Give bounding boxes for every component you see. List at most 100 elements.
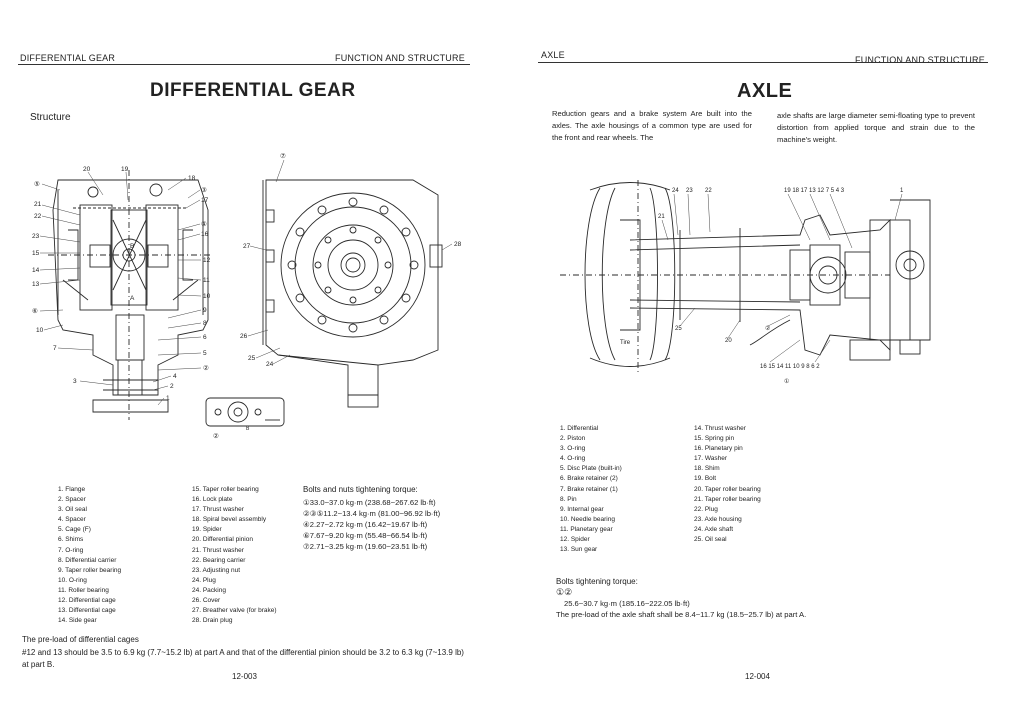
- callout-4b: 4: [173, 373, 177, 380]
- callout-2-circled: ②: [203, 364, 209, 372]
- callout-16: 16: [201, 231, 209, 238]
- axle-torque-value: 25.6~30.7 kg·m (185.16~222.05 lb·ft): [564, 599, 690, 608]
- axle-preload-text: The pre-load of the axle shaft shall be …: [556, 610, 807, 619]
- right-parts-col1: 1. Differential 2. Piston 3. O-ring 4. O…: [560, 424, 622, 555]
- preload-text: #12 and 13 should be 3.5 to 6.9 kg (7.7~…: [22, 647, 464, 670]
- axle-torque-title: Bolts tightening torque:: [556, 577, 638, 586]
- torque-line: ④2.27~2.72 kg·m (16.42~19.67 lb·ft): [303, 520, 428, 529]
- differential-section-view: [48, 170, 213, 420]
- callout-7: 7: [53, 345, 57, 352]
- part-item: 22. Plug: [694, 505, 718, 513]
- callout-23: 23: [686, 188, 693, 194]
- right-header-section: AXLE: [541, 50, 565, 60]
- part-item: 13. Differential cage: [58, 607, 116, 615]
- callout-14: 14: [32, 267, 40, 274]
- right-parts-col2: 14. Thrust washer 15. Spring pin 16. Pla…: [694, 424, 761, 545]
- torque-line: ⑥7.67~9.20 kg·m (55.48~66.54 lb·ft): [303, 531, 428, 540]
- part-item: 24. Packing: [192, 586, 226, 594]
- small-view-label: B: [246, 426, 250, 432]
- part-item: 8. Differential carrier: [58, 556, 117, 564]
- part-item: 14. Side gear: [58, 617, 97, 625]
- part-item: 15. Spring pin: [694, 435, 735, 443]
- part-item: 23. Axle housing: [694, 515, 742, 523]
- callout-25: 25: [675, 326, 682, 332]
- callout-1: 1: [900, 188, 904, 194]
- differential-front-view: [262, 179, 443, 408]
- part-item: 18. Shim: [694, 465, 720, 473]
- callout-7-circled: ⑦: [280, 152, 286, 160]
- callout-1: 1: [166, 395, 170, 402]
- axle-intro-right: axle shafts are large diameter semi-floa…: [777, 111, 975, 144]
- left-page-title: DIFFERENTIAL GEAR: [150, 80, 356, 101]
- torque-line: ①33.0~37.0 kg·m (238.68~267.62 lb·ft): [303, 498, 436, 507]
- part-item: 16. Planetary pin: [694, 445, 743, 453]
- callout-19: 19: [121, 166, 129, 173]
- part-item: 1. Differential: [560, 425, 599, 432]
- axle-section-view: [560, 180, 931, 375]
- left-header-chapter: FUNCTION AND STRUCTURE: [335, 53, 465, 63]
- callout-22: 22: [705, 188, 712, 194]
- part-item: 7. Brake retainer (1): [560, 485, 618, 493]
- part-item: 23. Adjusting nut: [192, 566, 241, 574]
- part-item: 22. Bearing carrier: [192, 556, 246, 564]
- right-header-rule: [538, 62, 988, 63]
- part-item: 5. Cage (F): [58, 526, 91, 534]
- differential-section-callouts: 20 19 18 ⑤ ③ 17 21 22 ④ 16 23 15 12 14 1…: [32, 166, 211, 402]
- axle-torque-ref: ①②: [556, 587, 573, 597]
- callout-25: 25: [248, 355, 256, 362]
- part-item: 20. Taper roller bearing: [694, 485, 761, 493]
- left-page-number: 12-003: [232, 672, 257, 681]
- part-item: 28. Drain plug: [192, 617, 233, 625]
- part-item: 11. Roller bearing: [58, 586, 109, 594]
- callout-1-circled: ①: [784, 378, 789, 385]
- torque-line: ②③⑤11.2~13.4 kg·m (81.00~96.92 lb·ft): [303, 509, 441, 518]
- part-item: 14. Thrust washer: [694, 425, 746, 432]
- left-parts-col1: 1. Flange 2. Spacer 3. Oil seal 4. Space…: [58, 485, 121, 626]
- axle-diagram: 24 23 22 21 19 18 17 13 12 7 5 4 3 1 25 …: [560, 180, 931, 385]
- part-item: 8. Pin: [560, 495, 577, 503]
- callout-24: 24: [672, 188, 679, 194]
- part-item: 2. Spacer: [58, 496, 86, 504]
- callout-15: 15: [32, 250, 40, 257]
- left-preload-block: The pre-load of differential cages #12 a…: [22, 634, 472, 672]
- axle-callouts: 24 23 22 21 19 18 17 13 12 7 5 4 3 1 25 …: [620, 188, 904, 385]
- callout-21: 21: [34, 201, 42, 208]
- callout-21: 21: [658, 214, 665, 220]
- part-item: 20. Differential pinion: [192, 536, 253, 544]
- part-item: 12. Differential cage: [58, 597, 116, 605]
- torque-line: ⑦2.71~3.25 kg·m (19.60~23.51 lb·ft): [303, 542, 428, 551]
- callout-4: ④: [201, 220, 207, 228]
- right-header-chapter: FUNCTION AND STRUCTURE: [855, 55, 985, 65]
- small-flange-view: [205, 397, 285, 427]
- part-item: 3. Oil seal: [58, 506, 87, 514]
- part-item: 3. O-ring: [560, 445, 586, 453]
- part-item: 18. Spiral bevel assembly: [192, 516, 267, 524]
- callout-17: 17: [201, 197, 209, 204]
- left-parts-col2: 15. Taper roller bearing 16. Lock plate …: [192, 485, 277, 626]
- callout-13: 13: [32, 281, 40, 288]
- callout-9: 9: [203, 307, 207, 314]
- callout-20: 20: [83, 166, 91, 173]
- callout-2: 2: [170, 383, 174, 390]
- part-item: 26. Cover: [192, 597, 221, 605]
- part-item: 4. O-ring: [560, 455, 586, 463]
- left-header-section: DIFFERENTIAL GEAR: [20, 53, 116, 63]
- callout-10: 10: [36, 327, 44, 334]
- callout-6b: 6: [203, 334, 207, 341]
- callout-24: 24: [266, 361, 274, 368]
- callout-20: 20: [725, 338, 732, 344]
- right-page-title: AXLE: [737, 80, 793, 102]
- part-item: 13. Sun gear: [560, 546, 598, 554]
- part-item: 1. Flange: [58, 486, 86, 493]
- right-page-number: 12-004: [745, 672, 770, 681]
- tire-label: Tire: [620, 340, 631, 346]
- callout-A: A: [130, 295, 135, 302]
- callout-12: 12: [203, 257, 211, 264]
- left-header-rule: [18, 64, 470, 65]
- axle-top-callouts: 19 18 17 13 12 7 5 4 3: [784, 188, 845, 194]
- part-item: 7. O-ring: [58, 546, 84, 554]
- callout-18: 18: [188, 175, 196, 182]
- part-item: 15. Taper roller bearing: [192, 486, 259, 493]
- callout-2-small: ②: [213, 432, 219, 440]
- part-item: 25. Oil seal: [694, 536, 727, 544]
